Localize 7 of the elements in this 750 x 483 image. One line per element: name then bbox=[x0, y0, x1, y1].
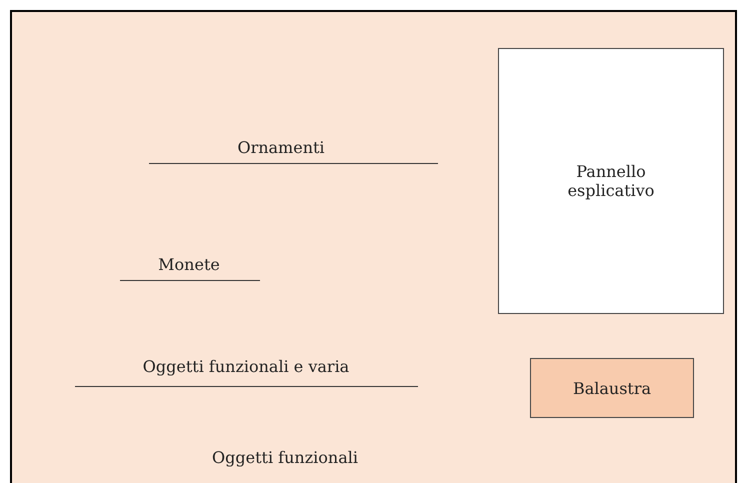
info-panel: Pannello esplicativo bbox=[498, 48, 724, 314]
shelf-label: Ornamenti bbox=[237, 138, 325, 157]
shelf-label: Oggetti funzionali e varia bbox=[142, 357, 350, 376]
display-case-frame bbox=[10, 10, 737, 483]
shelf-label: Monete bbox=[158, 255, 220, 274]
railing-box: Balaustra bbox=[530, 358, 694, 418]
shelf-label: Oggetti funzionali bbox=[212, 448, 358, 467]
